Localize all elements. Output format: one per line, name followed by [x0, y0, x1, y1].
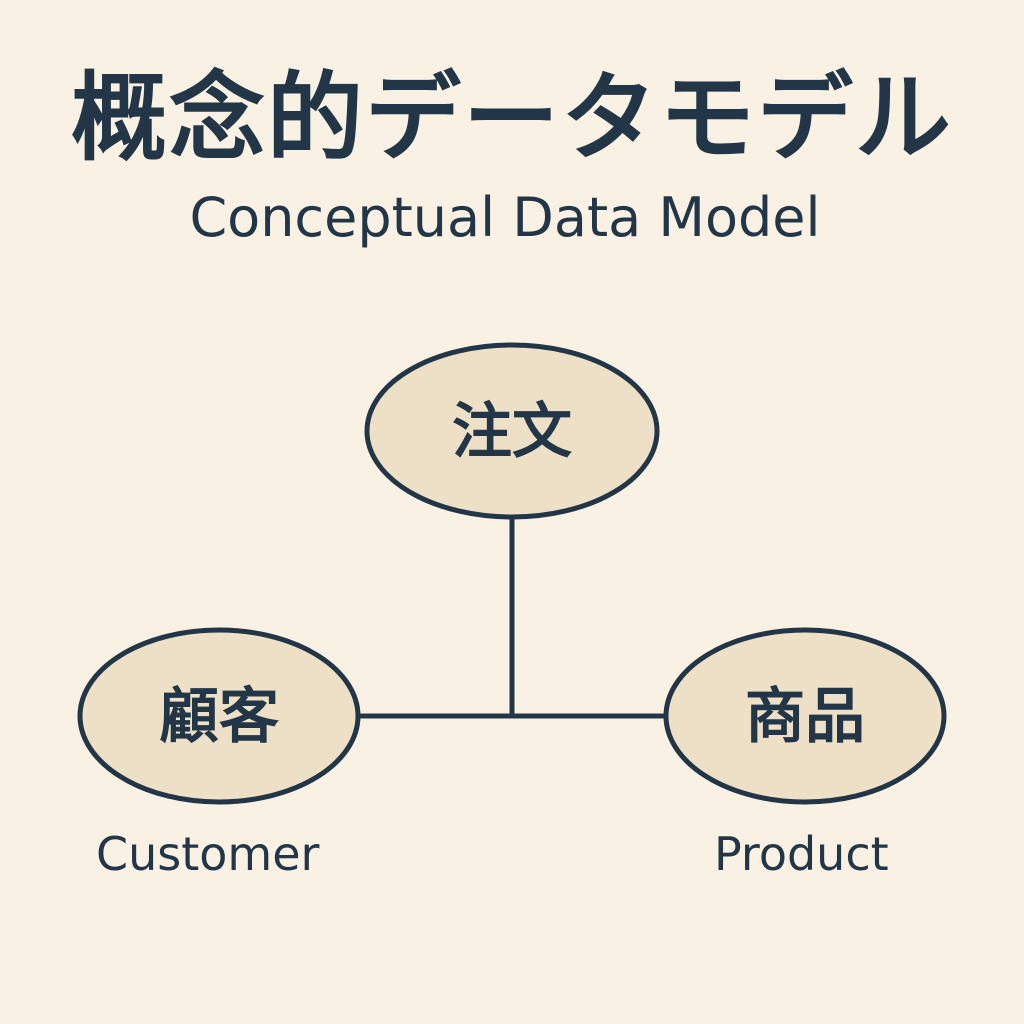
entity-product-ellipse [663, 627, 947, 805]
entity-product[interactable]: 商品 [663, 627, 947, 805]
entity-customer[interactable]: 顧客 [77, 627, 361, 805]
product-caption: Product [714, 827, 889, 881]
entity-customer-ellipse [77, 627, 361, 805]
entity-order-ellipse [364, 342, 660, 520]
entity-order-label: 注文 [452, 397, 572, 467]
entity-product-label: 商品 [745, 682, 865, 752]
entity-order[interactable]: 注文 [364, 342, 660, 520]
page-subtitle: Conceptual Data Model [189, 186, 821, 249]
customer-caption: Customer [96, 827, 320, 881]
entity-customer-label: 顧客 [159, 682, 279, 752]
page-title: 概念的データモデル [71, 62, 953, 174]
